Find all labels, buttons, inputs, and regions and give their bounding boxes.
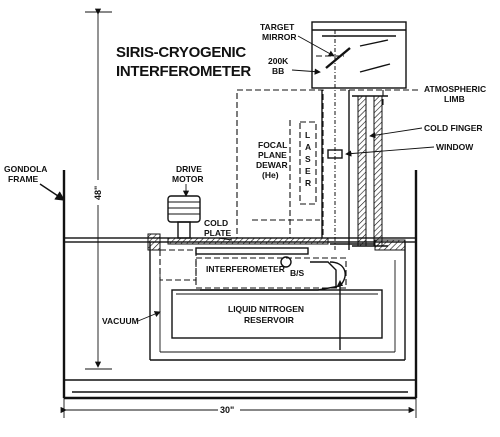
cold-plate <box>147 233 406 251</box>
bb-label-1: 200K <box>268 56 289 66</box>
target-mirror-box <box>311 21 407 89</box>
atmospheric-limb-label-2: LIMB <box>444 94 465 104</box>
laser-letter-2: A <box>305 142 311 152</box>
ln2-label-1: LIQUID NITROGEN <box>228 304 304 314</box>
gondola-label-1: GONDOLA <box>4 164 47 174</box>
laser-letter-3: S <box>305 154 311 164</box>
drive-motor-label-1: DRIVE <box>176 164 202 174</box>
focal-plane-label-2: PLANE <box>258 150 287 160</box>
focal-plane-label-1: FOCAL <box>258 140 287 150</box>
window-label: WINDOW <box>436 142 474 152</box>
laser-letter-4: E <box>305 166 311 176</box>
laser-column <box>299 121 317 205</box>
interferometer-label: INTERFEROMETER <box>206 264 285 274</box>
vacuum-label: VACUUM <box>102 316 139 326</box>
title-line-1: SIRIS-CRYOGENIC <box>116 44 246 61</box>
bs-label: B/S <box>290 268 305 278</box>
interferometer-unit <box>195 247 347 291</box>
height-dimension: 48" <box>85 8 112 370</box>
ln2-reservoir <box>171 289 383 339</box>
dewar-shell <box>63 237 417 361</box>
focal-plane-label-4: (He) <box>262 170 279 180</box>
ln2-label-2: RESERVOIR <box>244 315 294 325</box>
laser-letter-1: L <box>305 130 310 140</box>
optical-column <box>321 30 420 250</box>
height-label: 48" <box>93 186 103 200</box>
cold-plate-label-2: PLATE <box>204 228 232 238</box>
target-mirror-label-2: MIRROR <box>262 32 296 42</box>
gondola-label-2: FRAME <box>8 174 39 184</box>
laser-letter-5: R <box>305 178 311 188</box>
drive-motor-label-2: MOTOR <box>172 174 203 184</box>
width-label: 30" <box>220 405 234 415</box>
focal-plane-dewar <box>236 89 324 239</box>
bb-label-2: BB <box>272 66 284 76</box>
gondola-frame <box>39 170 418 400</box>
title-line-2: INTERFEROMETER <box>116 63 251 80</box>
focal-plane-label-3: DEWAR <box>256 160 288 170</box>
cold-plate-label-1: COLD <box>204 218 228 228</box>
width-dimension: 30" <box>60 398 417 418</box>
target-mirror-label-1: TARGET <box>260 22 295 32</box>
atmospheric-limb-label-1: ATMOSPHERIC <box>424 84 486 94</box>
cold-finger-label: COLD FINGER <box>424 123 483 133</box>
